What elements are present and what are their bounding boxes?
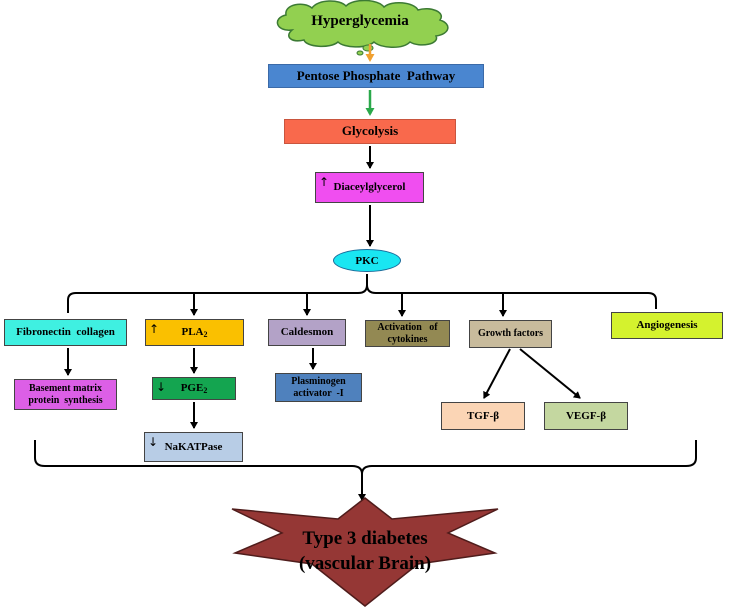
type3-diabetes-label: Type 3 diabetes (vascular Brain) — [270, 526, 460, 578]
nakatpase-node: ↓ NaKATPase — [144, 432, 243, 462]
plasminogen-label-line1: Plasminogen — [291, 376, 346, 387]
diacylglycerol-node: ↑ Diaceylglycerol — [315, 172, 424, 203]
pkc-node: PKC — [333, 249, 401, 272]
convergence-bracket — [34, 440, 697, 490]
pge2-node: ↓ PGE2 — [152, 377, 236, 400]
vegf-beta-node: VEGF-β — [544, 402, 628, 430]
decrease-arrow-icon: ↓ — [148, 435, 159, 449]
tgf-beta-label: TGF-β — [466, 409, 500, 422]
increase-arrow-icon: ↑ — [149, 322, 160, 336]
pkc-branch-bracket — [67, 274, 657, 313]
type3-diabetes-label-line2: (vascular Brain) — [298, 553, 432, 574]
type3-diabetes-star — [231, 497, 499, 607]
pla2-node: ↑ PLA2 — [145, 319, 244, 346]
arrow-growth-to-vegf — [519, 348, 581, 399]
glycolysis-label: Glycolysis — [341, 123, 399, 139]
fibronectin-collagen-label: Fibronectin collagen — [16, 326, 115, 339]
decrease-arrow-icon: ↓ — [156, 380, 167, 394]
plasminogen-activator-node: Plasminogen activator -I — [275, 373, 362, 402]
pkc-label: PKC — [355, 254, 379, 267]
vegf-beta-label: VEGF-β — [565, 409, 606, 422]
angiogenesis-node: Angiogenesis — [611, 312, 723, 339]
basement-matrix-label-line2: protein synthesis — [28, 394, 103, 406]
basement-matrix-node: Basement matrix protein synthesis — [14, 379, 117, 410]
hyperglycemia-cloud — [276, 0, 449, 48]
type3-diabetes-label-line1: Type 3 diabetes — [302, 528, 428, 550]
nakatpase-label: NaKATPase — [164, 440, 223, 453]
pla2-label: PLA2 — [181, 325, 208, 339]
plasminogen-label-line2: activator -I — [293, 387, 344, 399]
glycolysis-node: Glycolysis — [284, 119, 456, 144]
increase-arrow-icon: ↑ — [319, 175, 330, 189]
pge2-label: PGE2 — [180, 381, 208, 395]
fibronectin-collagen-node: Fibronectin collagen — [4, 319, 127, 346]
cytokines-label-line1: Activation of — [377, 322, 438, 333]
cloud-bubble — [356, 50, 364, 56]
arrow-growth-to-tgf — [483, 348, 511, 399]
pentose-phosphate-pathway-node: Pentose Phosphate Pathway — [268, 64, 484, 88]
pentose-phosphate-pathway-label: Pentose Phosphate Pathway — [296, 67, 456, 83]
diacylglycerol-label: Diaceylglycerol — [333, 181, 406, 194]
angiogenesis-label: Angiogenesis — [636, 319, 698, 332]
hyperglycemia-label: Hyperglycemia — [311, 12, 409, 29]
growth-factors-label: Growth factors — [477, 328, 544, 340]
caldesmon-node: Caldesmon — [268, 319, 346, 346]
growth-factors-node: Growth factors — [469, 320, 552, 348]
cloud-bubble — [362, 44, 374, 52]
tgf-beta-node: TGF-β — [441, 402, 525, 430]
basement-matrix-label-line1: Basement matrix — [28, 382, 103, 394]
cytokines-node: Activation of cytokines — [365, 320, 450, 347]
cytokines-label-line2: cytokines — [387, 333, 428, 345]
caldesmon-label: Caldesmon — [280, 326, 334, 339]
